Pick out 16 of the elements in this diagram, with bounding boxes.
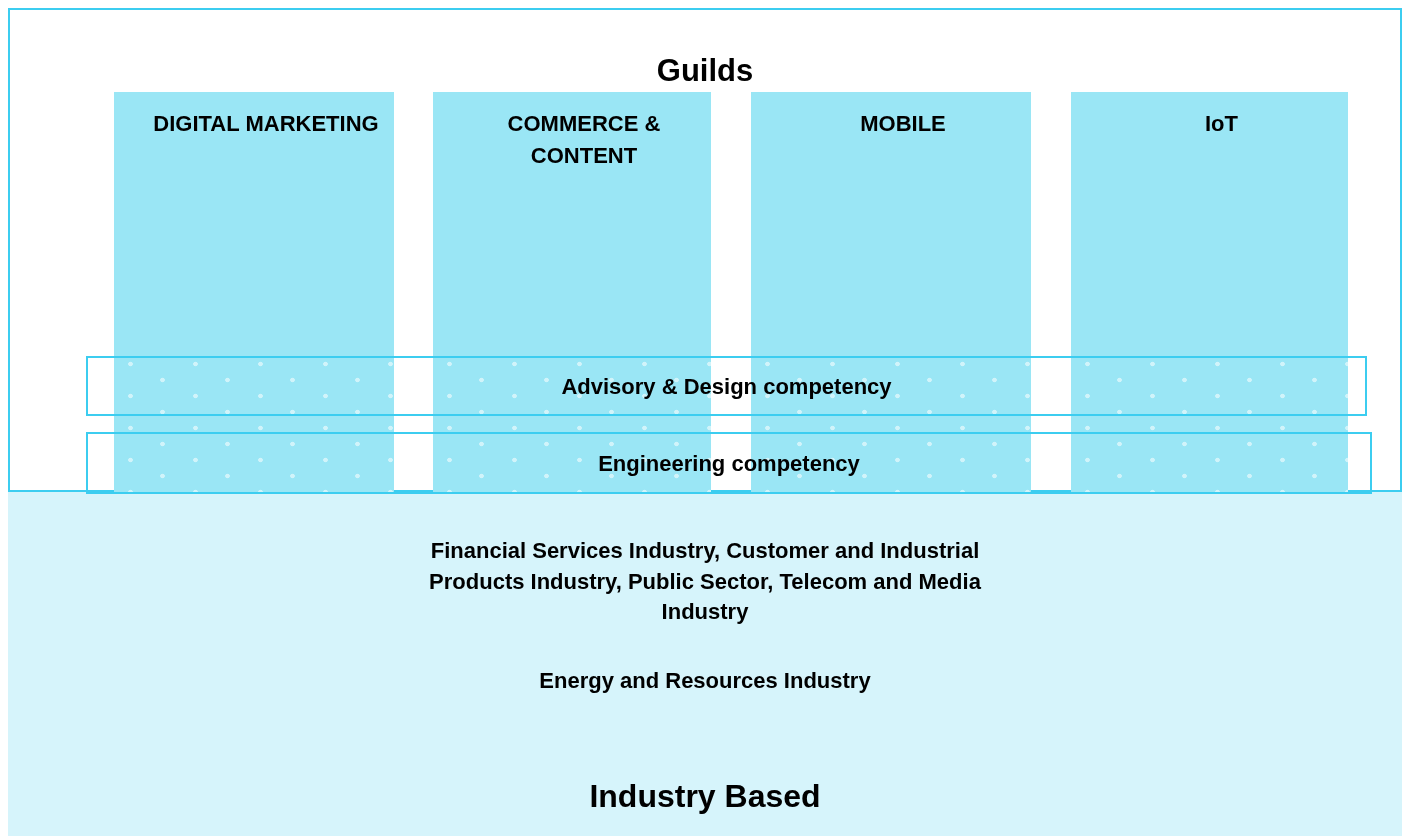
band-label: Engineering competency [598,449,860,478]
band-label: Advisory & Design competency [561,372,892,401]
competency-band [86,356,1367,416]
column-heading: DIGITAL MARKETING [152,110,380,138]
guild-column [1071,92,1348,492]
column-heading: IoT [1204,110,1239,138]
panel-title: Industry Based [588,777,822,816]
column-heading: COMMERCE & CONTENT [506,110,662,170]
guild-column [114,92,394,492]
industry-panel [8,492,1402,836]
industry-list: Financial Services Industry, Customer and Industrial Products Industry, Public Sector, Telecom and Media Industry [408,536,1002,628]
guilds-frame [8,8,1402,492]
column-heading: MOBILE [859,110,947,138]
frame-title: Guilds [655,52,755,90]
competency-band [86,432,1372,494]
industry-item: Energy and Resources Industry [538,667,872,695]
